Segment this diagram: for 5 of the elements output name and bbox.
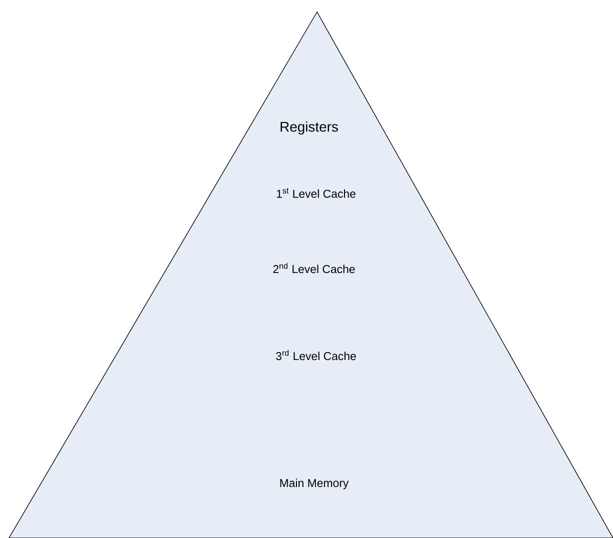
level-label: Registers	[280, 122, 338, 134]
level-label: Main Memory	[280, 478, 349, 490]
level-label: 2$^{nd}$ Level Cache	[273, 262, 355, 274]
level-label: 1$^{st}$ Level Cache	[276, 188, 356, 198]
level-label: 3$^{rd}$ Level Cache	[276, 350, 356, 360]
